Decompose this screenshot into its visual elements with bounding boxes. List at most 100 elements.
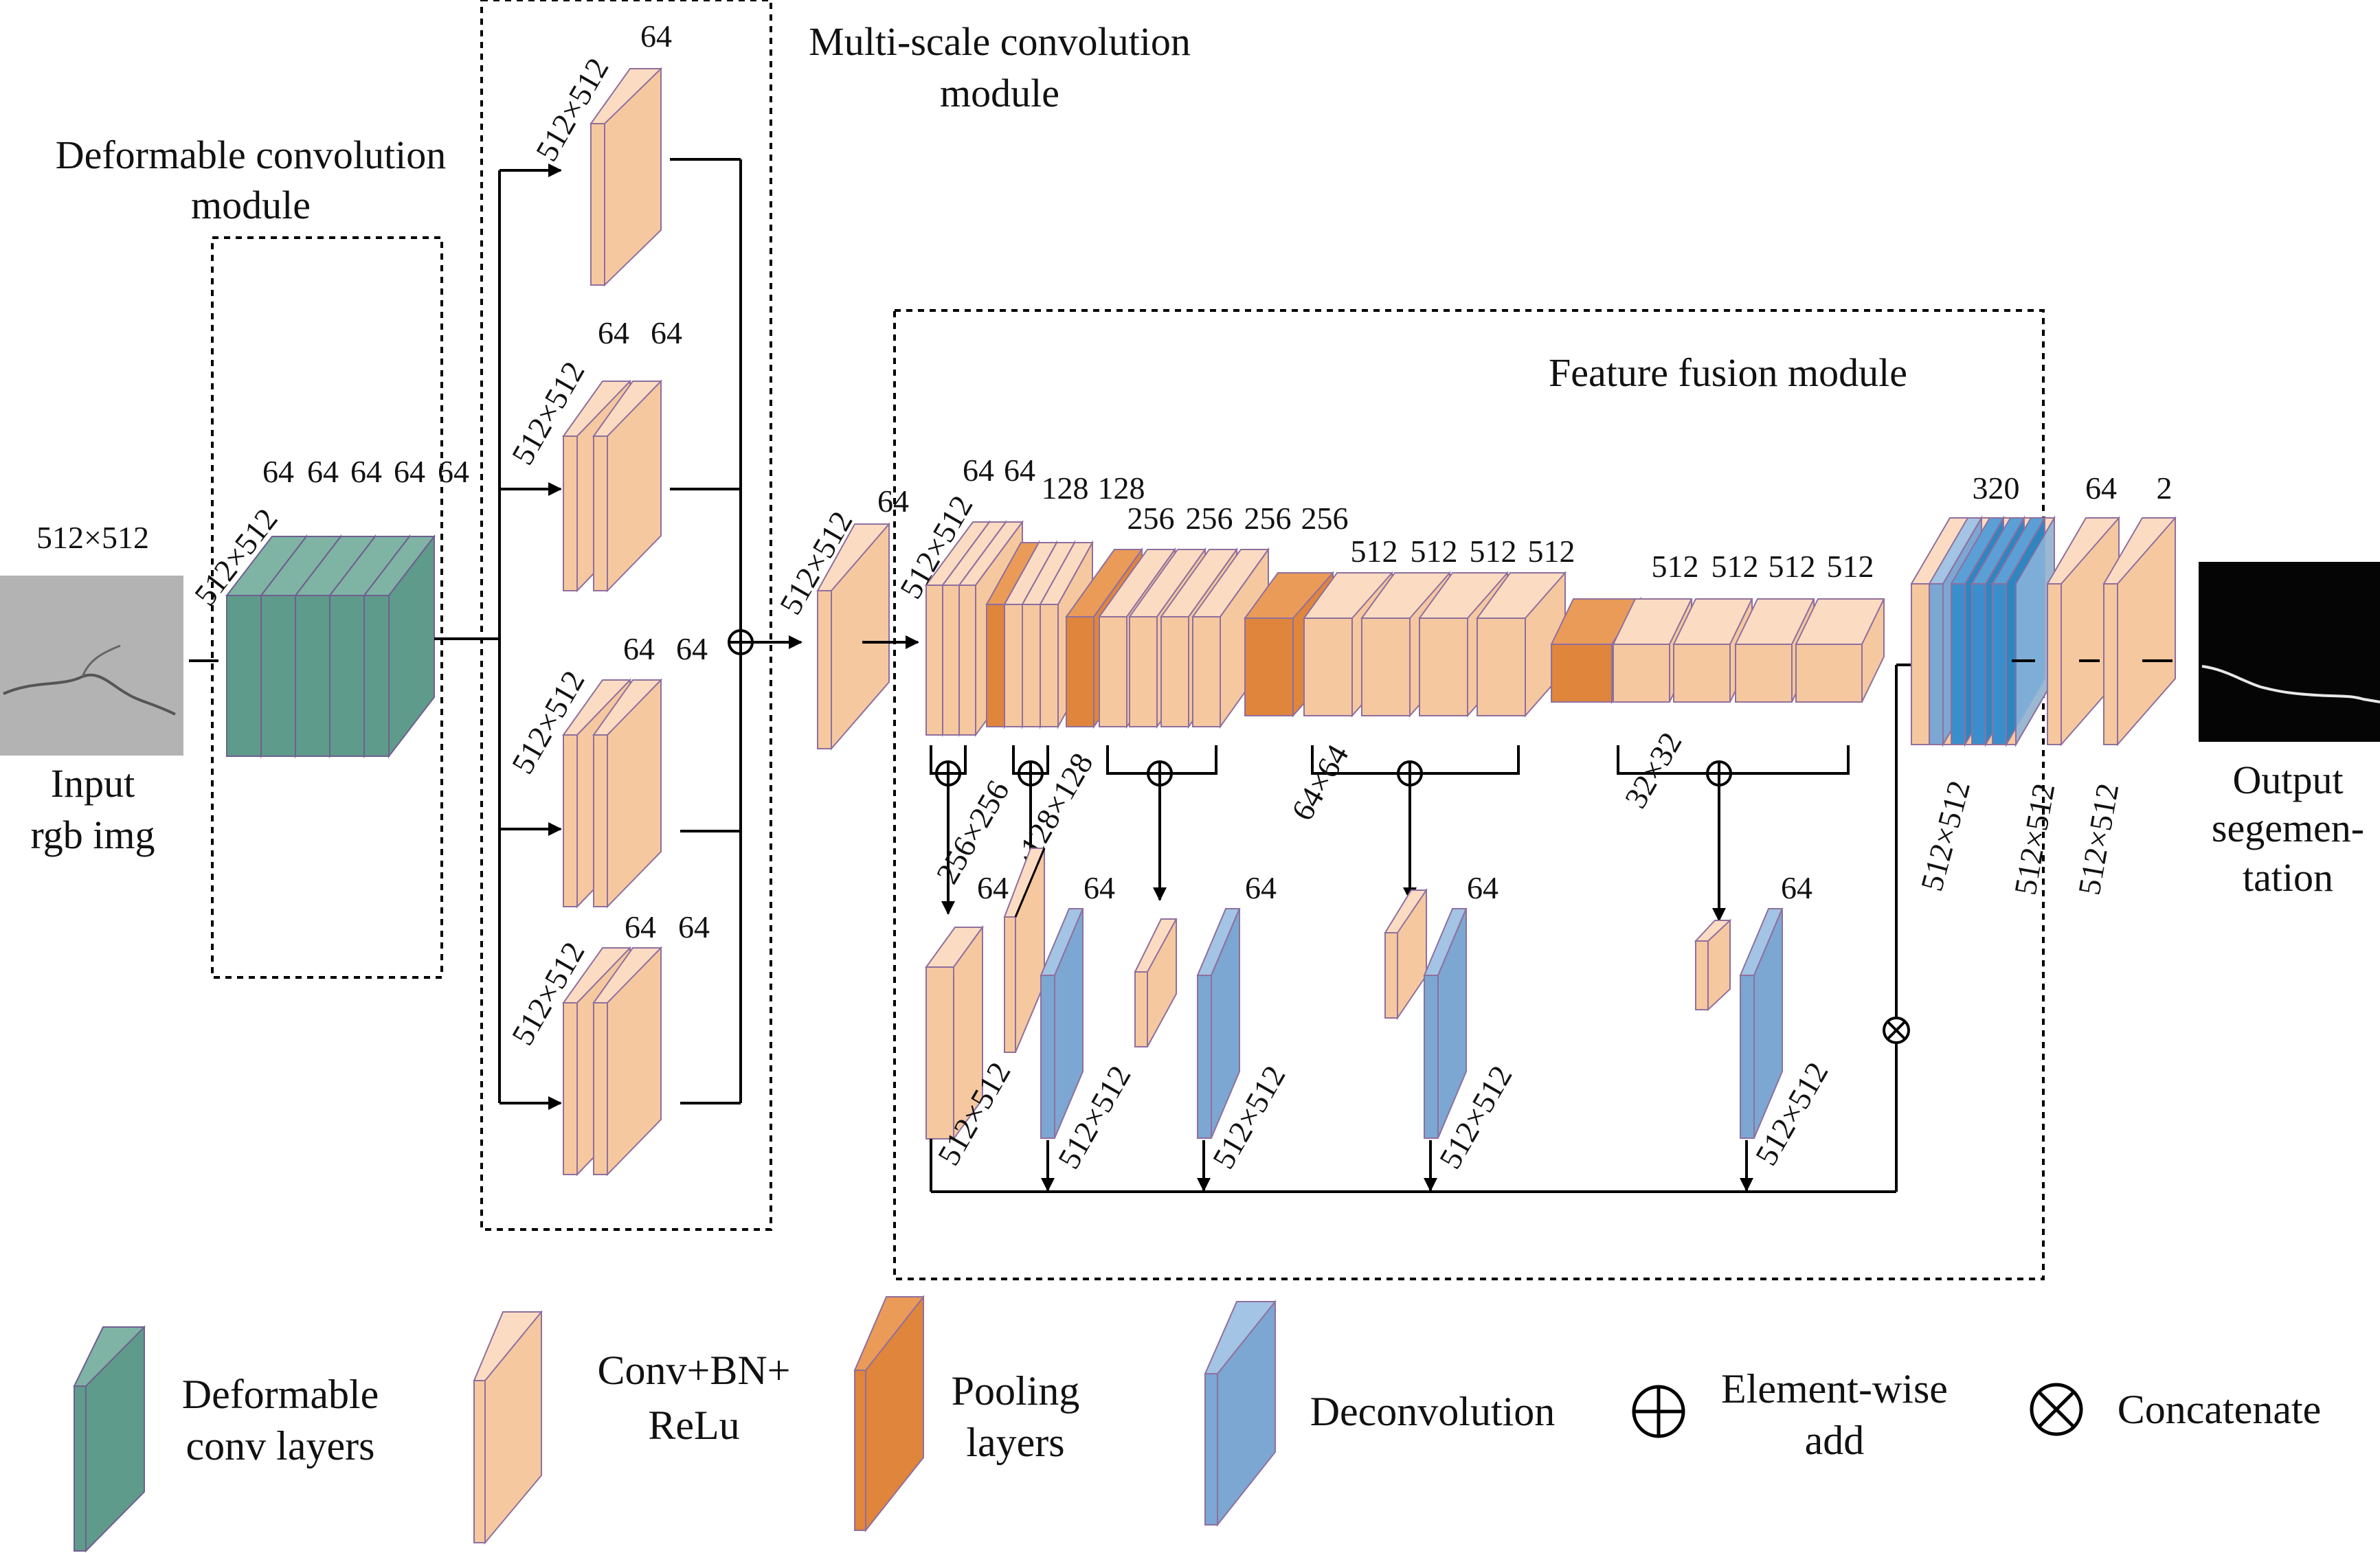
enc-s3-channel-4: 256 [1301,501,1349,536]
branch2-channel-2: 64 [651,315,682,350]
decoder1-channel: 64 [977,870,1009,905]
enc-s2-channel-2: 128 [1098,471,1145,506]
output-label-line3: tation [2243,855,2333,900]
branch4-channel-2: 64 [678,909,710,944]
deformable-channel-1: 64 [262,454,294,489]
deformable-channel-2: 64 [307,454,339,489]
enc-s4-channel-3: 512 [1470,534,1517,569]
decoder5-conv [1694,918,1732,1012]
enc-s2-channel-1: 128 [1042,471,1089,506]
deformable-channel-5: 64 [438,454,469,489]
decoder2-channel: 64 [1084,870,1115,905]
legend-deconv-swatch [1204,1300,1277,1527]
final-conv-2-channel: 2 [2157,471,2173,506]
multiscale-branch4-layer-2 [592,946,662,1177]
final-conv-2-size: 512×512 [2072,780,2126,897]
enc-s5-channel-1: 512 [1652,549,1699,584]
multiscale-add-symbol [728,629,754,655]
input-size-label: 512×512 [36,520,149,555]
concat-size: 512×512 [1913,777,1977,895]
multiscale-branch3-layer-2 [592,678,662,909]
enc-s5-channel-3: 512 [1769,549,1816,584]
enc-s4-channel-4: 512 [1528,534,1575,569]
fusion-module-box [893,309,2045,1280]
decoder3-deconv [1196,908,1241,1139]
branch3-channel-2: 64 [676,631,708,666]
enc-s3-channel-3: 256 [1244,501,1292,536]
decoder5-deconv [1739,908,1784,1139]
fusion-title: Feature fusion module [1549,350,1907,395]
deformable-channel-4: 64 [394,454,425,489]
fusion-entry-layer [816,522,890,751]
output-image [2199,562,2380,742]
skip-s5-add-symbol [1706,760,1732,786]
decoder2-conv [1003,848,1046,1053]
skip-s2-add-symbol [1018,760,1044,786]
entry-channel: 64 [877,484,909,519]
enc-s3-channel-2: 256 [1186,501,1233,536]
legend-conv-line2: ReLu [648,1403,739,1448]
skip-s5-bracket [1617,745,1850,775]
multiscale-module-box [480,0,772,1231]
skip-s4-add-symbol [1397,760,1423,786]
decoder4-channel: 64 [1467,870,1498,905]
input-image [0,576,183,756]
legend-deformable-line1: Deformable [182,1372,379,1417]
legend-conv-swatch [473,1310,543,1545]
input-label-line1: Input [51,761,135,806]
legend-add-icon [1632,1385,1685,1438]
enc-s4-channel-1: 512 [1351,534,1398,569]
decoder3-conv [1134,918,1178,1047]
deformable-title-line1: Deformable convolution [56,133,447,177]
output-label-line1: Output [2232,758,2343,802]
enc-s4-channel-2: 512 [1411,534,1458,569]
legend-pooling-swatch [853,1295,925,1532]
enc-s5-channel-4: 512 [1827,549,1874,584]
deformable-title-line2: module [191,183,311,227]
skip-s4-size: 64×64 [1284,738,1355,826]
deformable-module-box [211,236,443,979]
legend-deformable-swatch [73,1325,146,1553]
legend-add-line1: Element-wise [1721,1366,1948,1412]
decoder2-deconv [1040,908,1084,1139]
branch1-channel: 64 [640,19,672,54]
branch3-channel-1: 64 [623,631,655,666]
concat-symbol-main [1883,1017,1910,1044]
output-label-line2: segemen- [2212,806,2364,850]
final-conv-1-size: 512×512 [2008,780,2062,897]
multiscale-title-line2: module [940,71,1059,115]
legend-deconv-label: Deconvolution [1310,1389,1556,1434]
skip-s5-size: 32×32 [1617,726,1688,814]
branch4-channel-1: 64 [625,909,656,944]
skip-s3-add-symbol [1147,760,1173,786]
concat-block [1910,515,2056,747]
decoder3-channel: 64 [1245,870,1277,905]
multiscale-branch2-layer-2 [592,379,662,593]
enc-s5-channel-2: 512 [1711,549,1759,584]
concat-channel: 320 [1973,471,2020,506]
decoder5-channel: 64 [1781,870,1812,905]
decoder4-deconv [1423,908,1468,1139]
deformable-layer-5 [362,534,436,758]
skip-s1-add-symbol [935,760,961,786]
final-conv-1-channel: 64 [2085,471,2117,506]
enc-s1-channel-2: 64 [1004,453,1035,488]
deformable-channel-3: 64 [350,454,382,489]
legend-deformable-line2: conv layers [186,1423,375,1469]
input-label-line2: rgb img [31,813,155,857]
legend-pooling-line2: layers [966,1420,1064,1465]
legend-add-line2: add [1805,1418,1865,1463]
multiscale-branch1-layer-1 [590,67,662,287]
legend-concat-icon [2030,1383,2083,1436]
final-conv-2 [2102,516,2177,747]
enc-s1-channel-1: 64 [963,453,994,488]
legend-pooling-line1: Pooling [952,1368,1080,1414]
legend-concat-label: Concatenate [2118,1387,2322,1432]
decoder4-conv [1384,887,1428,1021]
branch2-channel-1: 64 [598,315,629,350]
multiscale-title-line1: Multi-scale convolution [809,19,1191,64]
enc-s3-channel-1: 256 [1127,501,1175,536]
encoder-s5-conv-2 [1672,598,1753,703]
decoder1-conv [925,925,984,1142]
